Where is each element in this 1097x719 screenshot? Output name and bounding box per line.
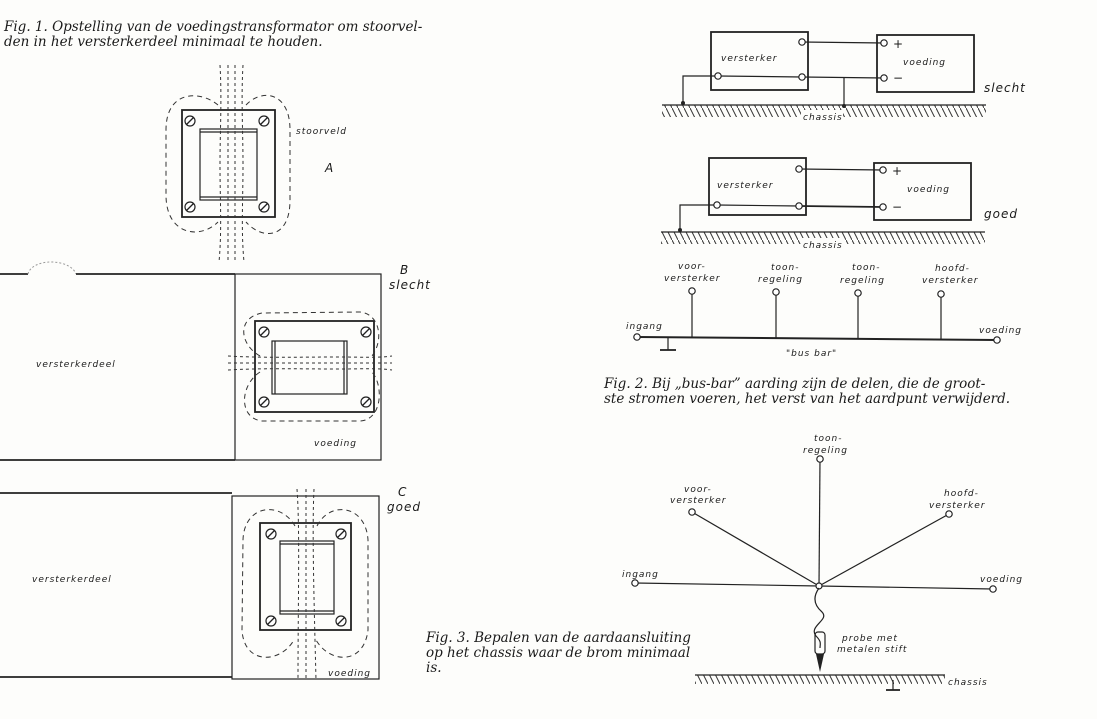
probe-label: metalen stift xyxy=(837,645,907,655)
schematic-bad: versterker voeding + − chassis slecht xyxy=(662,31,1026,123)
star-node xyxy=(688,508,696,516)
psu-label: voeding xyxy=(907,185,950,195)
schematic-good: versterker voeding + − chassis goed xyxy=(661,157,1018,251)
output-terminal xyxy=(993,336,1001,344)
bus-node xyxy=(937,290,945,298)
minus-terminal-label: − xyxy=(892,200,903,214)
star-node xyxy=(945,510,953,518)
amplifier-label: versterker xyxy=(717,181,774,191)
fig2-caption-line2: ste stromen voeren, het verst van het aa… xyxy=(604,391,1011,407)
bus-node xyxy=(854,289,862,297)
amplifier-section-label-c: versterkerdeel xyxy=(32,575,112,585)
node-label: hoofd- xyxy=(935,264,970,274)
output-label: voeding xyxy=(979,326,1022,336)
panel-c-letter: C xyxy=(398,485,407,499)
input-label: ingang xyxy=(622,570,659,580)
psu-label-c: voeding xyxy=(328,669,371,679)
psu-box xyxy=(876,34,975,93)
transformer-frame-b xyxy=(254,320,375,413)
node-label: voor- xyxy=(678,262,706,272)
psu-box xyxy=(873,162,972,221)
fig1-caption-line2: den in het versterkerdeel minimaal te ho… xyxy=(4,34,323,50)
node-label: toon- xyxy=(852,263,881,273)
node-label: versterker xyxy=(922,276,979,286)
chassis-ground xyxy=(695,675,945,684)
bus-node xyxy=(688,287,696,295)
fig3-caption-line1: Fig. 3. Bepalen van de aardaansluiting xyxy=(426,630,691,646)
panel-a-letter: A xyxy=(324,161,334,175)
fig1-panel-a: stoorveld A xyxy=(165,64,347,263)
plus-terminal-label: + xyxy=(893,37,904,51)
plus-terminal-label: + xyxy=(892,164,903,178)
output-terminal xyxy=(989,585,997,593)
input-terminal xyxy=(631,579,639,587)
bus-bar-label: "bus bar" xyxy=(786,349,837,359)
fig3-caption: Fig. 3. Bepalen van de aardaansluiting o… xyxy=(426,631,691,676)
amplifier-section-label-b: versterkerdeel xyxy=(36,360,116,370)
transformer-window-b xyxy=(271,340,348,395)
fig3-caption-line2: op het chassis waar de brom minimaal xyxy=(426,645,691,661)
psu-label-b: voeding xyxy=(314,439,357,449)
amplifier-box xyxy=(710,31,809,91)
node-label: voor- xyxy=(684,485,712,495)
psu-label: voeding xyxy=(903,58,946,68)
screw-icon xyxy=(258,115,270,127)
screw-icon xyxy=(258,201,270,213)
probe-lead xyxy=(813,587,825,649)
input-terminal xyxy=(633,333,641,341)
fig1-panel-c: versterkerdeel voeding C goed xyxy=(0,485,421,681)
transformer-window-c xyxy=(279,540,335,615)
psu-compartment-b xyxy=(234,273,382,461)
stoorveld-label: stoorveld xyxy=(296,127,347,137)
node-label: versterker xyxy=(929,501,986,511)
probe-label: probe met xyxy=(841,634,898,644)
amplifier-label: versterker xyxy=(721,54,778,64)
node-label: regeling xyxy=(840,276,885,286)
node-label: toon- xyxy=(814,434,843,444)
minus-terminal-label: − xyxy=(893,71,904,85)
chassis-label: chassis xyxy=(803,241,843,251)
output-label: voeding xyxy=(980,575,1023,585)
node-label: versterker xyxy=(664,274,721,284)
panel-b-letter: B xyxy=(400,263,409,277)
panel-b-verdict: slecht xyxy=(389,278,431,292)
fig3-caption-line3: is. xyxy=(426,660,442,676)
fig1-caption: Fig. 1. Opstelling van de voedingstransf… xyxy=(4,20,422,50)
screw-icon xyxy=(184,201,196,213)
chassis-label: chassis xyxy=(948,678,988,688)
bus-node xyxy=(772,288,780,296)
fig3-star-ground: ingang voeding toon- regeling voor- vers… xyxy=(622,434,1023,691)
panel-c-verdict: goed xyxy=(387,500,421,514)
node-label: regeling xyxy=(803,446,848,456)
verdict-goed: goed xyxy=(984,207,1018,221)
verdict-slecht: slecht xyxy=(984,81,1026,95)
fig2-caption: Fig. 2. Bij „bus-bar” aarding zijn de de… xyxy=(604,377,1010,407)
fig1-caption-line1: Fig. 1. Opstelling van de voedingstransf… xyxy=(4,19,423,35)
screw-icon xyxy=(184,115,196,127)
star-node xyxy=(816,455,824,463)
amplifier-box xyxy=(708,157,807,216)
node-label: toon- xyxy=(771,263,800,273)
input-label: ingang xyxy=(626,322,663,332)
fig1-panel-b: versterkerdeel voeding B slecht xyxy=(0,261,431,461)
node-label: hoofd- xyxy=(944,489,979,499)
fig2-caption-line1: Fig. 2. Bij „bus-bar” aarding zijn de de… xyxy=(604,376,986,392)
chassis-label: chassis xyxy=(803,113,843,123)
fig2-bus-bar: ingang voeding "bus bar" voor- versterke… xyxy=(626,262,1022,359)
node-label: versterker xyxy=(670,496,727,506)
node-label: regeling xyxy=(758,275,803,285)
